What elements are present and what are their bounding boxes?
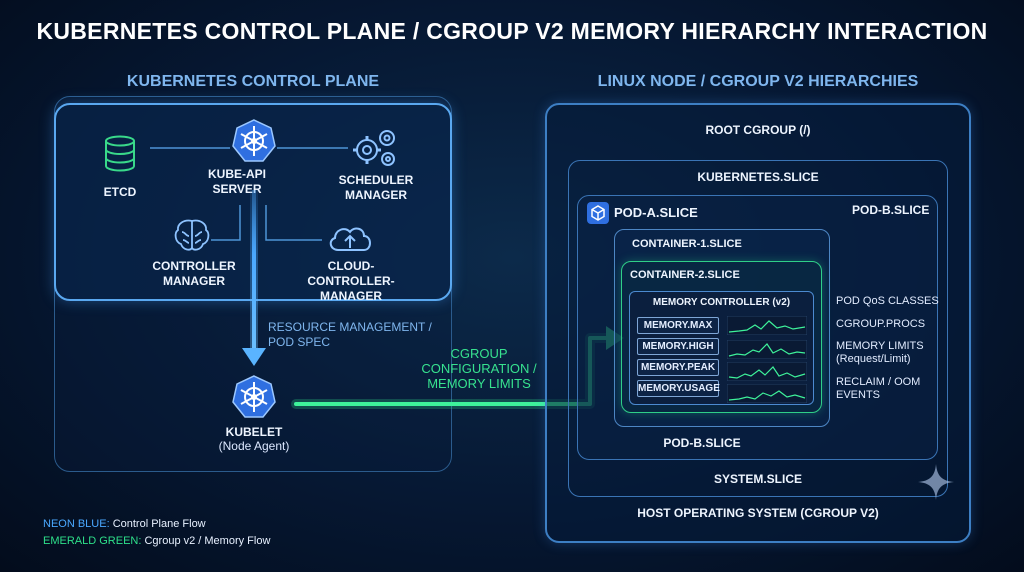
kubelet-label: KUBELET — [225, 425, 283, 439]
kubernetes-slice-panel — [568, 160, 948, 497]
legend-green-text: Cgroup v2 / Memory Flow — [141, 535, 271, 547]
cloud-controller-line1: CLOUD-CONTROLLER- — [307, 259, 395, 288]
memory-max-file: MEMORY.MAX — [637, 317, 719, 334]
sparkle-icon — [918, 464, 954, 500]
container-2-slice-label: CONTAINER-2.SLICE — [630, 269, 740, 281]
cloud-controller-line2: MANAGER — [320, 289, 382, 303]
memory-peak-graph — [727, 362, 807, 381]
legend-green-key: EMERALD GREEN: — [43, 535, 142, 547]
root-cgroup-label: ROOT CGROUP (/) — [705, 123, 811, 137]
memory-peak-file: MEMORY.PEAK — [637, 359, 719, 376]
cloud-upload-icon — [329, 227, 371, 251]
gears-icon — [353, 130, 395, 166]
cgroup-line2: CONFIGURATION / — [421, 361, 537, 376]
memory-max-graph — [727, 316, 807, 335]
cgroup-line1: CGROUP — [450, 346, 508, 361]
reclaim-line1: RECLAIM / OOM — [836, 376, 921, 388]
legend-blue-key: NEON BLUE: — [43, 518, 110, 530]
legend-blue-text: Control Plane Flow — [109, 518, 206, 530]
memory-usage-file: MEMORY.USAGE — [637, 380, 720, 397]
brain-icon — [174, 219, 210, 251]
memory-limits-label: MEMORY LIMITS (Request/Limit) — [836, 340, 924, 366]
legend-blue: NEON BLUE: Control Plane Flow — [43, 518, 206, 530]
controller-manager-label: CONTROLLER MANAGER — [150, 259, 238, 289]
pod-b-slice-bottom-label: POD-B.SLICE — [663, 436, 741, 450]
controller-line1: CONTROLLER — [152, 259, 236, 273]
memory-usage-graph — [727, 384, 807, 403]
api-server-line1: KUBE-API — [208, 167, 267, 181]
controller-line2: MANAGER — [163, 274, 225, 288]
container-1-slice-label: CONTAINER-1.SLICE — [632, 238, 742, 250]
scheduler-line1: SCHEDULER — [338, 173, 414, 187]
etcd-label: ETCD — [103, 185, 137, 199]
resource-line2: POD SPEC — [268, 335, 331, 349]
resource-management-label: RESOURCE MANAGEMENT / POD SPEC — [268, 320, 432, 350]
cgroup-procs-label: CGROUP.PROCS — [836, 318, 926, 330]
system-slice-label: SYSTEM.SLICE — [713, 472, 802, 486]
kubelet-wheel-icon — [232, 375, 276, 418]
resource-line1: RESOURCE MANAGEMENT / — [268, 320, 432, 334]
database-icon — [105, 135, 135, 172]
reclaim-line2: EVENTS — [836, 389, 881, 401]
diagram-title: KUBERNETES CONTROL PLANE / CGROUP V2 MEM… — [36, 18, 988, 44]
kubelet-sublabel: (Node Agent) — [218, 439, 290, 453]
memory-limits-line2: (Request/Limit) — [836, 353, 911, 365]
scheduler-label: SCHEDULER MANAGER — [330, 173, 422, 203]
cube-icon — [587, 202, 609, 224]
pod-a-slice-label: POD-A.SLICE — [614, 205, 698, 220]
memory-limits-line1: MEMORY LIMITS — [836, 340, 924, 352]
control-plane-heading: KUBERNETES CONTROL PLANE — [126, 73, 380, 90]
host-os-label: HOST OPERATING SYSTEM (CGROUP V2) — [637, 506, 879, 520]
legend-green: EMERALD GREEN: Cgroup v2 / Memory Flow — [43, 535, 270, 547]
pod-b-slice-top-label: POD-B.SLICE — [852, 203, 930, 217]
cgroup-line3: MEMORY LIMITS — [427, 376, 531, 391]
cgroup-config-label: CGROUP CONFIGURATION / MEMORY LIMITS — [416, 346, 542, 391]
kubernetes-slice-label: KUBERNETES.SLICE — [697, 170, 819, 184]
scheduler-line2: MANAGER — [345, 188, 407, 202]
linux-node-heading: LINUX NODE / CGROUP V2 HIERARCHIES — [597, 73, 919, 90]
control-plane-flow-arrow — [242, 190, 266, 366]
cloud-controller-label: CLOUD-CONTROLLER- MANAGER — [288, 259, 414, 304]
api-server-line2: SERVER — [212, 182, 262, 196]
memory-high-file: MEMORY.HIGH — [637, 338, 719, 355]
api-server-label: KUBE-API SERVER — [208, 167, 266, 197]
memory-high-graph — [727, 340, 807, 359]
pod-qos-label: POD QoS CLASSES — [836, 295, 939, 307]
kubernetes-wheel-icon — [232, 119, 276, 162]
memory-controller-label: MEMORY CONTROLLER (v2) — [652, 297, 791, 308]
reclaim-oom-label: RECLAIM / OOM EVENTS — [836, 376, 920, 402]
